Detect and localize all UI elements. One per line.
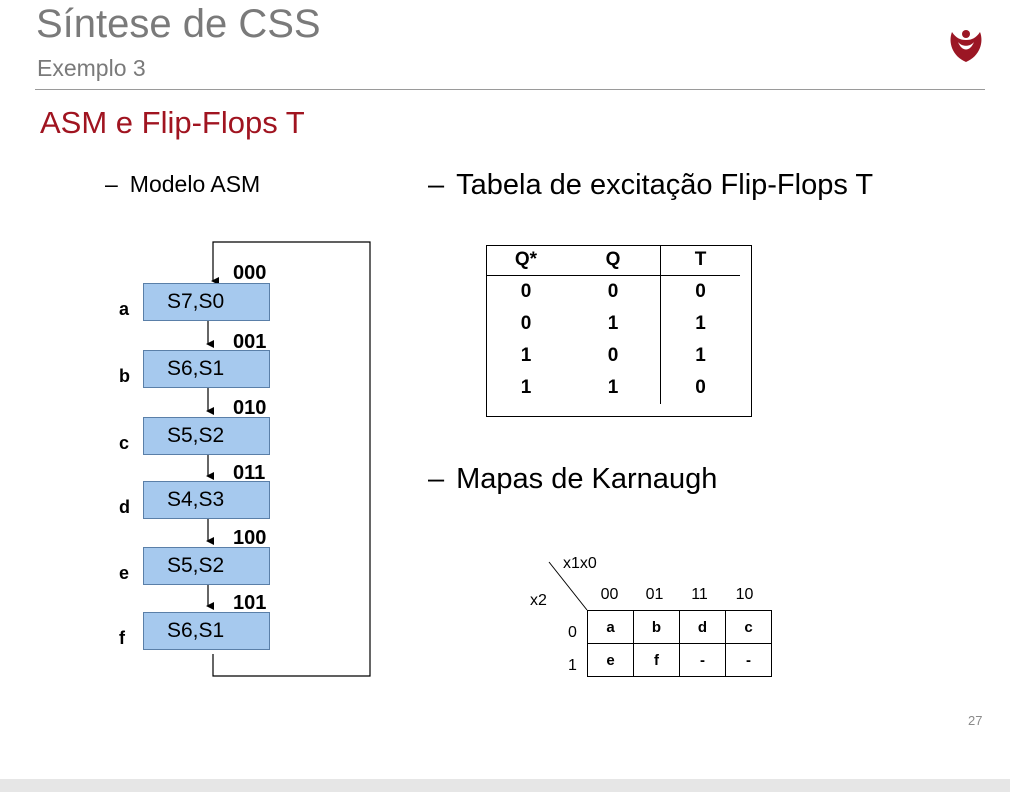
kmap-row-variable: x2 [530,592,547,609]
header-divider [35,89,985,90]
kmap-cell: - [725,643,772,677]
state-label: c [119,433,130,453]
state-box: S4,S3 [143,481,270,519]
column-header: T [660,245,740,276]
bullet-asm-model: –Modelo ASM [105,170,260,198]
column-header: Q* [486,245,566,276]
table-cell: 1 [520,345,532,366]
university-logo-icon [950,30,982,62]
state-box: S5,S2 [143,547,270,585]
kmap-cell: e [587,643,634,677]
bullet-asm-model-text: Modelo ASM [129,171,261,197]
table-cell: 1 [695,345,706,366]
table-cell: 1 [566,372,661,404]
kmap-row-header: 0 [568,624,577,641]
kmap-cell: a [587,610,634,644]
kmap-column-header: 11 [691,586,708,603]
state-box: S6,S1 [143,350,270,388]
page-number: 27 [968,713,983,728]
column-header: Q [566,245,661,276]
loop-back-arrow [211,241,371,677]
state-code: 100 [233,527,267,549]
state-code: 011 [233,462,266,484]
table-row: 0 0 0 [486,275,740,308]
kmap-cell: c [725,610,772,644]
bullet-dash: – [428,169,445,201]
kmap-column-variable: x1x0 [563,555,597,572]
kmap-row: a b d c [587,610,772,644]
kmap-column-header: 00 [600,586,619,603]
state-label: e [119,563,130,583]
table-header-row: Q* Q T [486,245,740,276]
table-cell: 0 [695,377,706,398]
kmap-diagonal [548,561,588,611]
kmap-grid: a b d c e f - - [587,610,772,677]
table-cell: 1 [566,308,661,340]
state-label: a [119,299,130,319]
kmap-cell: d [679,610,726,644]
state-box: S6,S1 [143,612,270,650]
excitation-table: Q* Q T 0 0 0 0 1 1 1 0 1 1 1 0 [486,245,740,404]
state-label: d [119,497,130,517]
table-cell: 0 [695,281,706,302]
kmap-column-header: 10 [735,586,754,603]
kmap-cell: b [633,610,680,644]
state-label: f [119,628,125,648]
state-box: S5,S2 [143,417,270,455]
bullet-dash: – [105,171,118,197]
bullet-karnaugh: –Mapas de Karnaugh [428,462,717,496]
bullet-karnaugh-text: Mapas de Karnaugh [456,463,718,495]
state-label: b [119,366,130,386]
bullet-excitation-table-text: Tabela de excitação Flip-Flops T [456,169,874,201]
state-code: 010 [233,397,267,419]
page-title: Síntese de CSS [36,2,321,46]
table-row: 1 1 0 [486,372,740,404]
table-cell: 0 [520,313,532,334]
kmap-cell: f [633,643,680,677]
table-cell: 0 [566,340,661,372]
table-cell: 1 [695,313,706,334]
bullet-excitation-table: –Tabela de excitação Flip-Flops T [428,168,873,202]
state-code: 000 [233,262,267,284]
table-cell: 0 [566,275,661,308]
kmap-cell: - [679,643,726,677]
kmap-row-header: 1 [568,657,577,674]
state-code: 101 [233,592,267,614]
section-heading: ASM e Flip-Flops T [40,105,305,140]
footer-bar [0,779,1010,792]
state-box: S7,S0 [143,283,270,321]
state-code: 001 [233,331,267,353]
table-cell: 0 [520,281,532,302]
kmap-column-header: 01 [645,586,664,603]
table-cell: 1 [520,377,532,398]
bullet-dash: – [428,463,445,495]
page-subtitle: Exemplo 3 [37,55,146,81]
table-row: 1 0 1 [486,340,740,372]
kmap-row: e f - - [587,643,772,677]
table-row: 0 1 1 [486,308,740,340]
